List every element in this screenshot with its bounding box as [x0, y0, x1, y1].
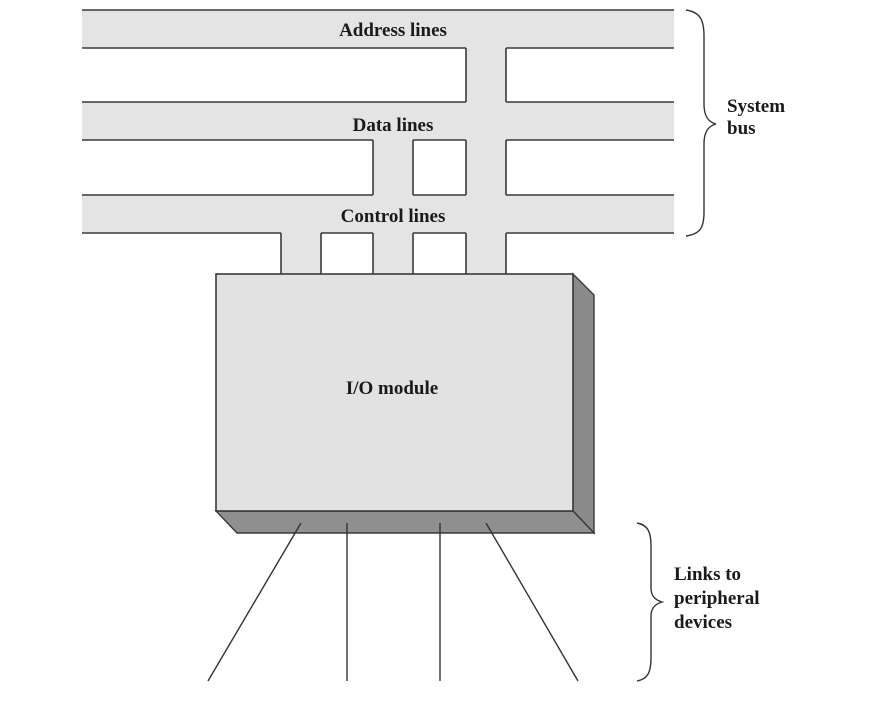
peripheral-links — [207, 522, 579, 682]
links-brace — [636, 522, 665, 682]
io-module: I/O module — [214, 272, 596, 535]
peripheral-link-1 — [207, 522, 302, 682]
links-label-line3: devices — [674, 612, 732, 633]
system-bus-label-line1: System — [727, 96, 785, 117]
control-bus-fill — [82, 195, 674, 233]
bus-connectors — [281, 48, 506, 274]
io-module-bottom-face — [214, 510, 596, 534]
bus-bands — [82, 10, 674, 233]
address-bus-fill — [82, 10, 674, 48]
address-connector-fill — [466, 48, 506, 274]
control-connector-fill — [281, 233, 321, 274]
peripheral-link-4 — [485, 522, 579, 682]
io-module-label: I/O module — [346, 378, 438, 399]
system-bus-label: System bus — [727, 96, 790, 139]
io-module-front-face — [215, 273, 574, 512]
system-bus-brace — [685, 9, 717, 237]
io-module-side-face — [572, 272, 595, 535]
address-lines-label: Address lines — [339, 20, 447, 41]
control-lines-label: Control lines — [341, 206, 446, 227]
links-label-line1: Links to — [674, 564, 741, 585]
data-lines-label: Data lines — [353, 115, 434, 136]
links-label-line2: peripheral — [674, 588, 760, 609]
bus-outlines — [82, 9, 674, 274]
system-bus-label-line2: bus — [727, 118, 756, 139]
data-bus-fill — [82, 102, 674, 140]
links-label: Links to peripheral devices — [674, 564, 764, 633]
